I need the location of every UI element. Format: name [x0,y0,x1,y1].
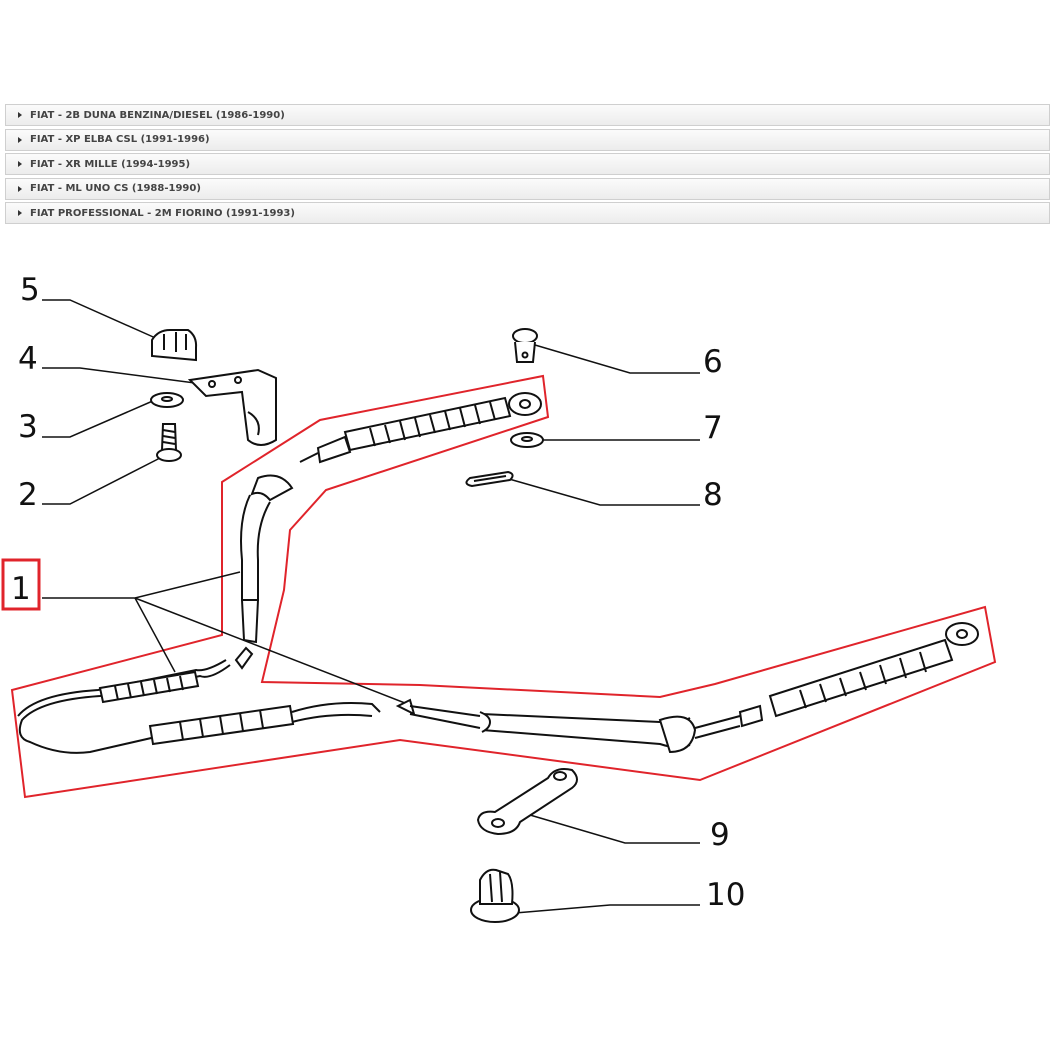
callout-3: 3 [18,409,38,445]
callout-2: 2 [18,477,38,513]
model-label: FIAT PROFESSIONAL - 2M FIORINO (1991-199… [30,207,295,219]
leader-line-9 [529,814,700,844]
part-7-washer[interactable] [510,432,544,448]
model-row-uno[interactable]: FIAT - ML UNO CS (1988-1990) [5,177,1050,200]
model-label: FIAT - XR MILLE (1994-1995) [30,158,191,170]
part-3-washer[interactable] [150,392,184,408]
leader-line-2 [42,457,161,505]
model-label: FIAT - XP ELBA CSL (1991-1996) [30,134,210,145]
callout-1: 1 [11,571,31,607]
model-label: FIAT - ML UNO CS (1988-1990) [30,183,201,194]
model-row-elba[interactable]: FIAT - XP ELBA CSL (1991-1996) [5,128,1050,151]
leader-lines [42,299,700,914]
model-list: FIAT - 2B DUNA BENZINA/DIESEL (1986-1990… [5,104,1050,227]
expand-arrow-icon [18,210,22,216]
expand-arrow-icon [18,112,22,118]
leader-line-1c [134,597,411,706]
expand-arrow-icon [18,161,22,167]
part-2-screw[interactable] [156,423,182,462]
part-4-bracket[interactable] [187,368,277,446]
callout-1-highlight-box[interactable] [1,558,41,611]
callout-9: 9 [710,817,730,853]
part-8-split-pin[interactable] [465,470,514,488]
leader-line-1b [134,597,176,673]
leader-line-3 [42,399,156,438]
leader-line-1a [42,571,241,599]
leader-line-5 [42,299,161,341]
leader-line-4 [42,367,196,384]
part-9-strap-link[interactable] [476,768,578,836]
callout-7: 7 [703,410,723,446]
leader-line-8 [494,474,700,506]
callout-4: 4 [18,341,38,377]
expand-arrow-icon [18,185,22,192]
part-10-push-clip[interactable] [470,868,520,923]
leader-line-6 [534,344,700,374]
part-5-clip-nut[interactable] [151,329,198,362]
part-1-highlight-outline[interactable] [10,374,997,799]
part-1-cable-assembly[interactable] [17,392,979,754]
callout-8: 8 [703,477,723,513]
leader-line-10 [514,904,700,914]
callout-5: 5 [20,272,40,308]
callout-10: 10 [706,877,745,913]
model-row-duna[interactable]: FIAT - 2B DUNA BENZINA/DIESEL (1986-1990… [5,104,1050,126]
model-row-mille[interactable]: FIAT - XR MILLE (1994-1995) [5,153,1050,175]
part-6-clevis-pin[interactable] [512,328,538,363]
model-row-fiorino[interactable]: FIAT PROFESSIONAL - 2M FIORINO (1991-199… [5,202,1050,224]
model-label: FIAT - 2B DUNA BENZINA/DIESEL (1986-1990… [30,109,285,121]
callout-6: 6 [703,344,723,380]
expand-arrow-icon [18,136,22,143]
